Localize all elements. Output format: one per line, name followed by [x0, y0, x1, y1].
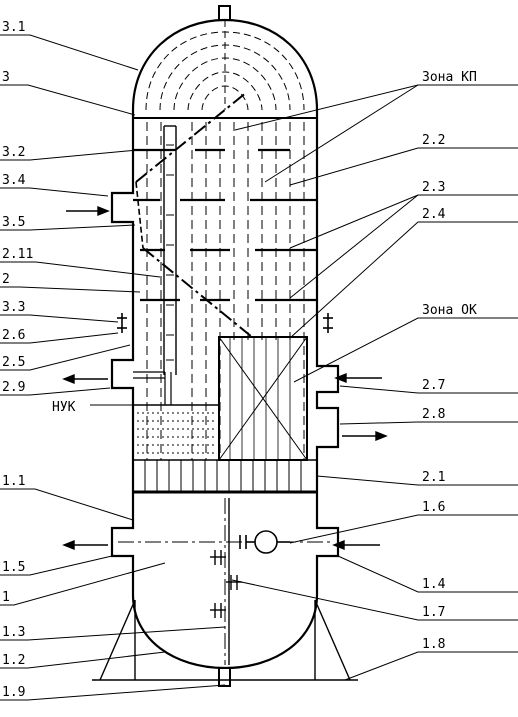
- label-3-2: 3.2: [2, 145, 25, 160]
- pipe-flanges: [210, 550, 242, 618]
- left-dashed-link: [135, 181, 144, 249]
- bottom-nozzle: [218, 667, 231, 687]
- label-1-2: 1.2: [2, 653, 25, 668]
- label-2-11: 2.11: [2, 247, 33, 262]
- central-tube-ticks: [166, 144, 174, 361]
- label-3: 3: [2, 70, 10, 85]
- label-1-1: 1.1: [2, 474, 25, 489]
- ok-zone-box-inner-lines: [229, 337, 291, 460]
- label-zona-ok: Зона ОК: [422, 303, 477, 318]
- label-3-3: 3.3: [2, 300, 25, 315]
- tube-sheet: [133, 459, 317, 494]
- label-1-4: 1.4: [422, 577, 446, 592]
- top-nozzle: [218, 5, 231, 21]
- center-lines: [118, 498, 332, 665]
- support-legs: [92, 599, 358, 681]
- label-2-7: 2.7: [422, 378, 445, 393]
- liquid-fill: [137, 412, 217, 454]
- flow-arrows: [62, 205, 388, 551]
- side-flanges: [117, 313, 333, 333]
- label-2-3: 2.3: [422, 180, 445, 195]
- nozzle-2-9-pipe: [133, 371, 172, 405]
- central-tube: [163, 125, 177, 375]
- label-2-2: 2.2: [422, 133, 445, 148]
- label-1-9: 1.9: [2, 685, 25, 700]
- ok-zone-box: [218, 336, 308, 461]
- label-2-1: 2.1: [422, 470, 445, 485]
- label-zona-kp: Зона КП: [422, 70, 477, 85]
- label-3-5: 3.5: [2, 215, 25, 230]
- tube-sheet-ribs: [144, 460, 302, 492]
- label-3-1: 3.1: [2, 20, 25, 35]
- tube-bundle: [146, 122, 305, 460]
- label-2-4: 2.4: [422, 207, 446, 222]
- label-nuk: НУК: [52, 400, 76, 415]
- label-2-5: 2.5: [2, 355, 25, 370]
- label-2-8: 2.8: [422, 407, 445, 422]
- label-2-6: 2.6: [2, 328, 25, 343]
- valve-symbol: [239, 530, 290, 554]
- label-2: 2: [2, 272, 10, 287]
- leader-lines: [0, 34, 518, 701]
- label-1: 1: [2, 590, 10, 605]
- dome-dashed-arcs: [145, 20, 305, 111]
- label-2-9: 2.9: [2, 380, 25, 395]
- label-1-3: 1.3: [2, 625, 25, 640]
- label-1-6: 1.6: [422, 500, 445, 515]
- zone-boundary-dashdot: [135, 91, 253, 338]
- label-1-8: 1.8: [422, 637, 445, 652]
- callout-labels-right: Зона КП 2.2 2.3 2.4 Зона ОК 2.7 2.8 2.1 …: [422, 70, 477, 652]
- label-3-4: 3.4: [2, 173, 26, 188]
- label-1-5: 1.5: [2, 560, 25, 575]
- upper-shell: [110, 110, 340, 492]
- callout-labels-left: 3.1 3 3.2 3.4 3.5 2.11 2 3.3 2.6 2.5 2.9…: [2, 20, 76, 700]
- label-1-7: 1.7: [422, 605, 445, 620]
